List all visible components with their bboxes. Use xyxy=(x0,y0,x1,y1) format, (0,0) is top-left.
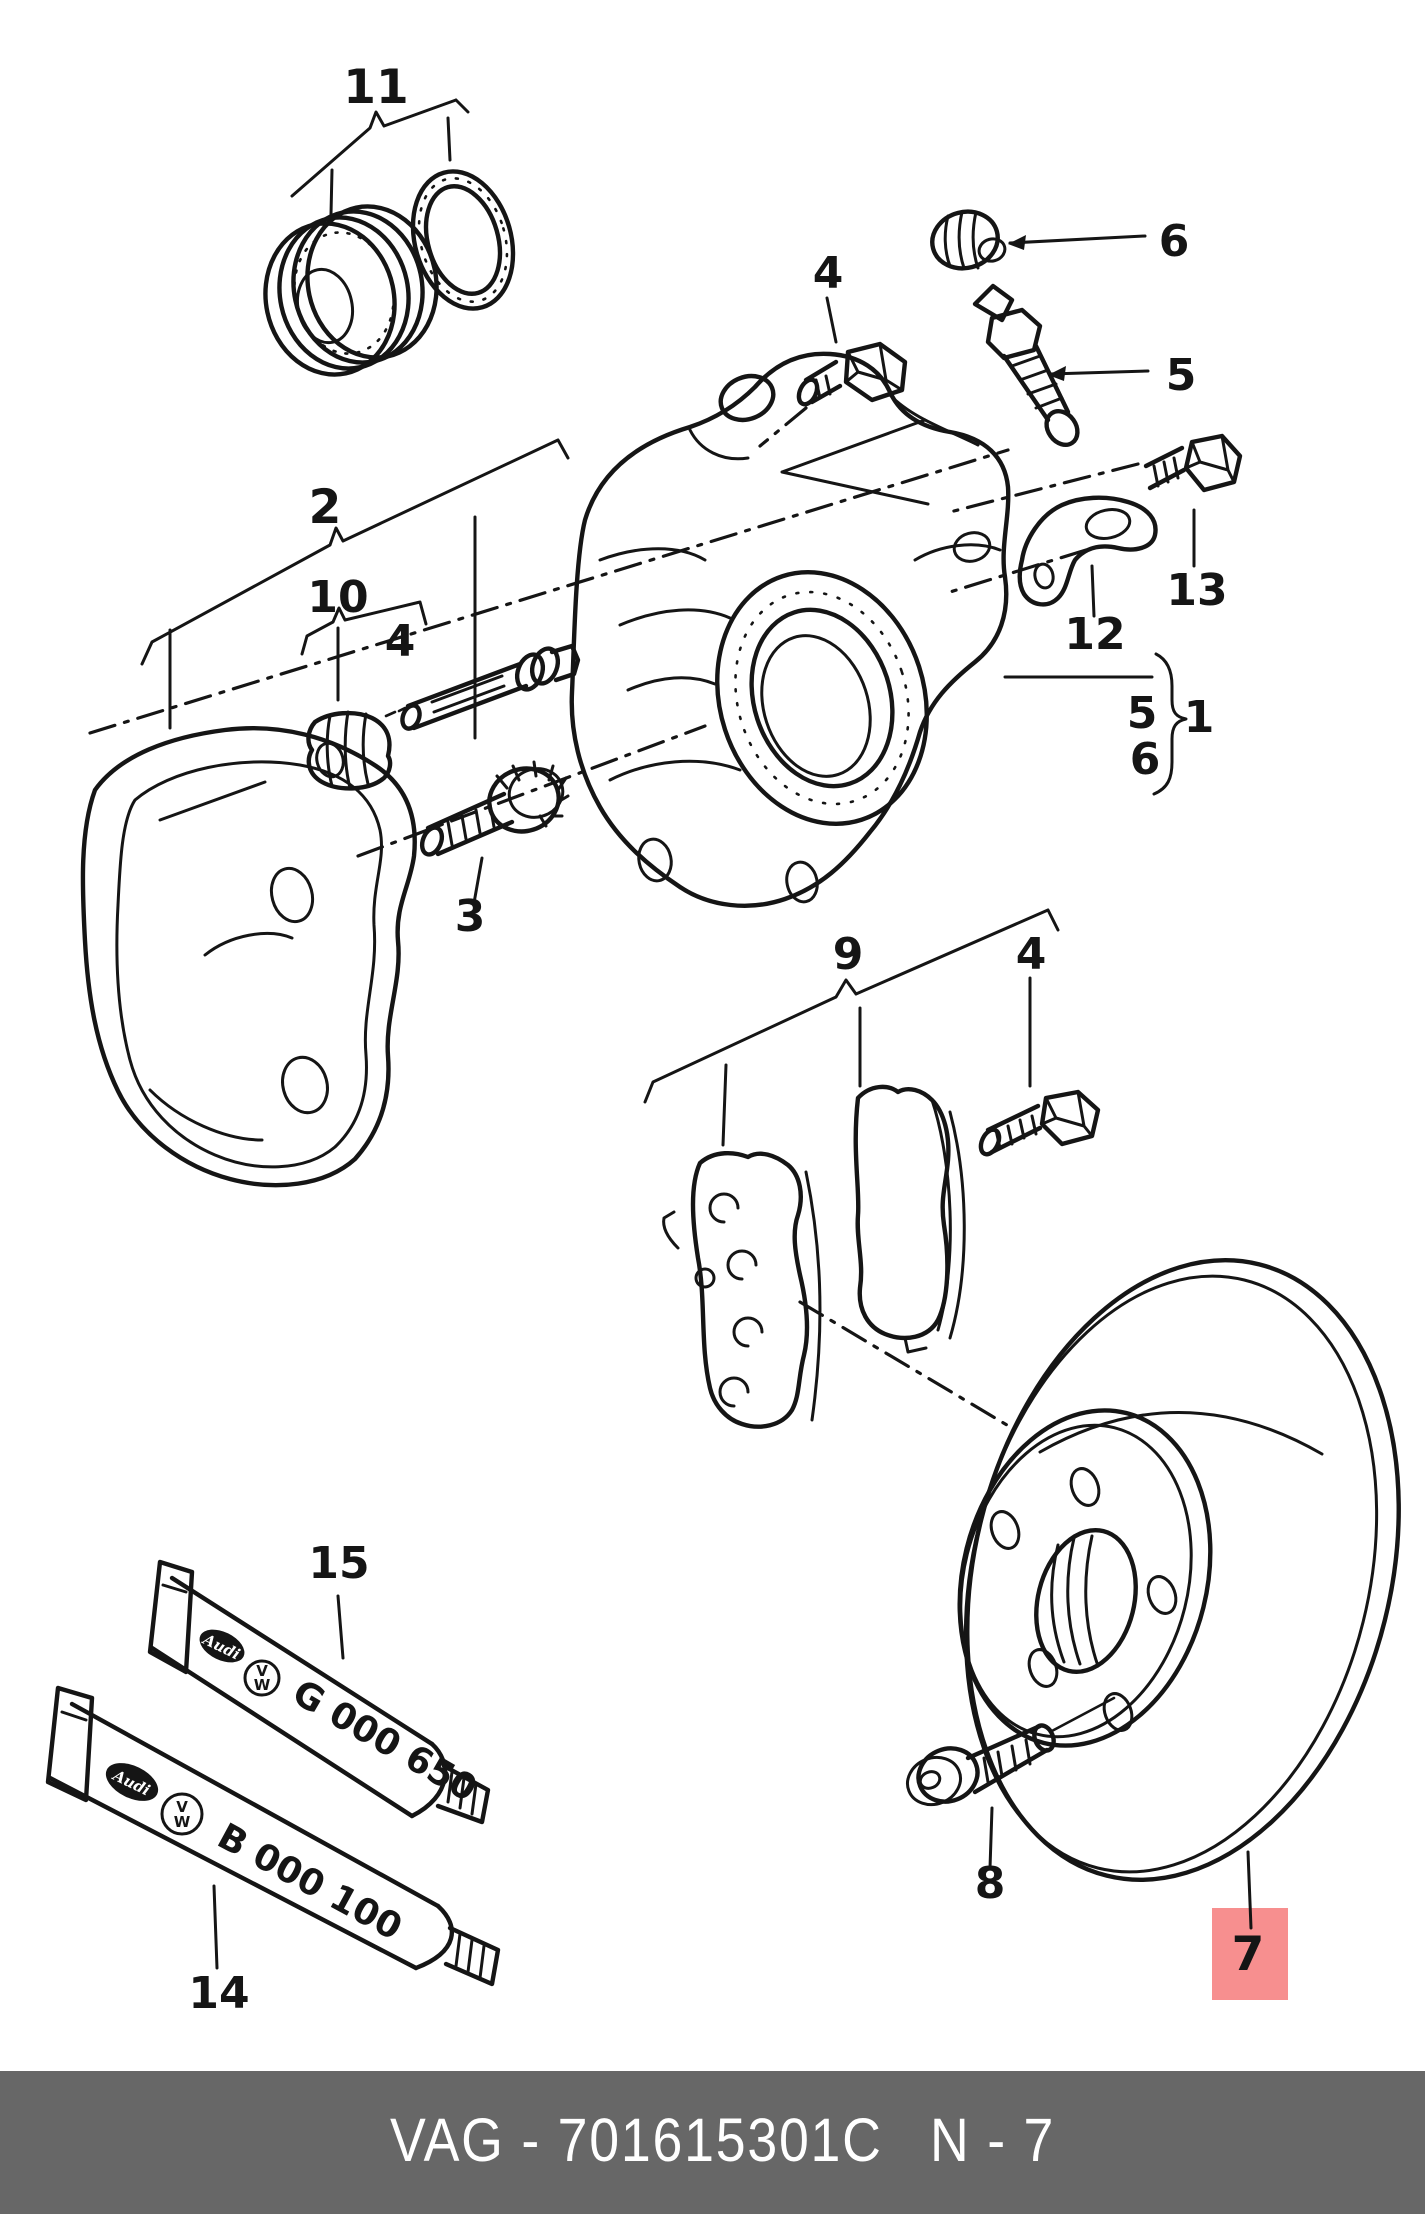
callout-4-pad[interactable]: 4 xyxy=(1016,929,1047,980)
seal-kit-drawing xyxy=(263,169,516,377)
hex-bolt-13-drawing xyxy=(1143,433,1243,568)
callout-bracket-1 xyxy=(1003,652,1188,796)
callout-6-ref[interactable]: 6 xyxy=(1130,734,1161,785)
guide-bush-drawing xyxy=(306,710,393,791)
callout-bracket-2 xyxy=(140,438,570,740)
callout-12[interactable]: 12 xyxy=(1064,609,1125,660)
vw-logo-tube-14: V xyxy=(176,1798,188,1816)
callout-14[interactable]: 14 xyxy=(188,1968,249,2019)
callout-11[interactable]: 11 xyxy=(343,60,408,115)
callout-bracket-11 xyxy=(290,98,470,216)
callout-1[interactable]: 1 xyxy=(1184,692,1215,743)
callout-9[interactable]: 9 xyxy=(833,929,864,980)
grease-tube-14-drawing: Audi V W B 000 100 xyxy=(45,1685,501,1987)
brake-pads-drawing xyxy=(662,1084,966,1429)
guide-pin-drawing xyxy=(384,643,581,731)
callout-10[interactable]: 10 xyxy=(307,572,368,623)
callout-15[interactable]: 15 xyxy=(308,1538,369,1589)
center-lines xyxy=(88,448,1014,1430)
carrier-drawing xyxy=(80,726,417,1188)
callout-3[interactable]: 3 xyxy=(455,891,486,942)
callout-13[interactable]: 13 xyxy=(1166,565,1227,616)
housing-bolt-drawing xyxy=(758,296,930,506)
callout-6[interactable]: 6 xyxy=(1159,216,1190,267)
footer-page-number: N - 7 xyxy=(930,2105,1056,2174)
grease-tube-15-drawing: Audi V W G 000 650 xyxy=(147,1559,491,1825)
caliper-drawing xyxy=(569,351,1011,908)
retaining-bracket-drawing xyxy=(948,462,1158,618)
pad-bolt-drawing xyxy=(978,976,1101,1157)
callout-8[interactable]: 8 xyxy=(975,1858,1006,1909)
callout-7-highlighted[interactable]: 7 xyxy=(1232,1927,1265,1982)
callout-4-guide[interactable]: 4 xyxy=(385,616,416,667)
vw-logo-tube-15: V xyxy=(256,1662,268,1680)
dust-cap-drawing xyxy=(930,209,1147,271)
vw-logo-tube-15-w: W xyxy=(254,1676,271,1694)
footer-part-number: VAG - 701615301C xyxy=(390,2105,883,2174)
callout-5[interactable]: 5 xyxy=(1166,350,1197,401)
callout-labels: 11 2 10 4 3 4 6 5 13 12 5 6 1 9 4 8 7 15… xyxy=(188,60,1264,2019)
callout-bracket-10-4 xyxy=(300,600,428,702)
callout-2[interactable]: 2 xyxy=(309,480,342,535)
brake-disc-drawing xyxy=(957,1258,1401,1930)
socket-bolt-drawing xyxy=(906,1696,1116,1870)
locking-bolt-drawing xyxy=(419,760,570,905)
callout-4-housing[interactable]: 4 xyxy=(813,248,844,299)
footer-bar: VAG - 701615301C N - 7 xyxy=(0,2071,1425,2214)
callout-bracket-9 xyxy=(643,908,1060,1147)
callout-5-ref[interactable]: 5 xyxy=(1127,688,1158,739)
tube-15-code: G 000 650 xyxy=(286,1672,484,1810)
bleeder-valve-drawing xyxy=(972,283,1150,447)
vw-logo-tube-14-w: W xyxy=(174,1813,191,1831)
